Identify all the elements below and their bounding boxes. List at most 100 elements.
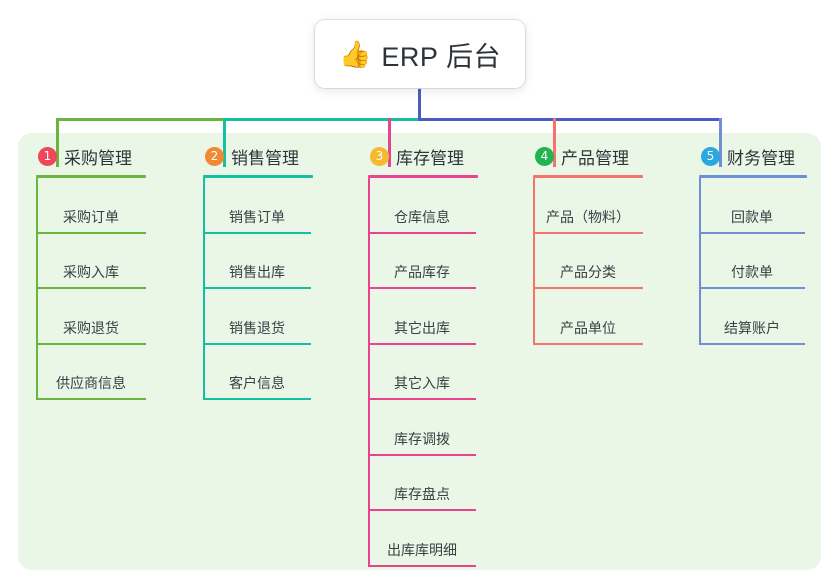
list-item-label: 采购入库 bbox=[63, 264, 119, 280]
list-item-label: 出库库明细 bbox=[387, 541, 457, 558]
column-采购管理: 1 采购管理采购订单采购入库采购退货供应商信息 bbox=[36, 144, 146, 400]
column-number-badge: 4 bbox=[535, 146, 554, 166]
list-item[interactable]: 产品库存 bbox=[368, 234, 476, 289]
column-spine bbox=[533, 178, 535, 345]
list-item[interactable]: 其它入库 bbox=[368, 345, 476, 400]
list-item-label: 客户信息 bbox=[229, 375, 285, 391]
list-item-underline bbox=[368, 453, 476, 456]
list-item-label: 产品（物料） bbox=[546, 208, 630, 225]
column-title: 库存管理 bbox=[396, 148, 464, 168]
column-header-rule bbox=[699, 175, 807, 178]
list-item-underline bbox=[368, 564, 476, 567]
column-header[interactable]: 5 财务管理 bbox=[699, 144, 805, 168]
thumbs-up-icon: 👍 bbox=[339, 40, 372, 70]
list-item-label: 其它入库 bbox=[394, 375, 450, 391]
list-item-underline bbox=[533, 342, 643, 345]
list-item-underline bbox=[203, 342, 311, 345]
list-item-label: 结算账户 bbox=[724, 319, 780, 336]
column-header[interactable]: 3 库存管理 bbox=[368, 144, 476, 168]
column-header[interactable]: 4 产品管理 bbox=[533, 144, 643, 168]
column-title: 销售管理 bbox=[231, 148, 299, 168]
list-item-label: 产品单位 bbox=[560, 319, 616, 336]
column-库存管理: 3 库存管理仓库信息产品库存其它出库其它入库库存调拨库存盘点出库库明细 bbox=[368, 144, 478, 567]
list-item[interactable]: 产品（物料） bbox=[533, 178, 643, 234]
list-item[interactable]: 客户信息 bbox=[203, 345, 311, 400]
column-item-list: 仓库信息产品库存其它出库其它入库库存调拨库存盘点出库库明细 bbox=[368, 178, 476, 567]
list-item-label: 销售订单 bbox=[229, 208, 285, 225]
list-item-label: 采购退货 bbox=[63, 319, 119, 336]
list-item-underline bbox=[36, 231, 146, 234]
list-item-underline bbox=[368, 342, 476, 345]
list-item-underline bbox=[533, 287, 643, 289]
column-number-badge: 3 bbox=[370, 146, 389, 166]
column-spine bbox=[699, 178, 701, 345]
list-item[interactable]: 供应商信息 bbox=[36, 345, 146, 400]
list-item[interactable]: 采购订单 bbox=[36, 178, 146, 234]
list-item-label: 库存盘点 bbox=[394, 486, 450, 502]
list-item-underline bbox=[699, 231, 805, 234]
column-title: 采购管理 bbox=[64, 148, 132, 168]
list-item[interactable]: 仓库信息 bbox=[368, 178, 476, 234]
column-title: 产品管理 bbox=[561, 148, 629, 168]
list-item-underline bbox=[368, 231, 476, 234]
list-item-underline bbox=[36, 342, 146, 345]
column-header[interactable]: 1 采购管理 bbox=[36, 144, 146, 168]
list-item-label: 库存调拨 bbox=[394, 430, 450, 447]
column-title: 财务管理 bbox=[727, 148, 795, 168]
column-item-list: 销售订单销售出库销售退货客户信息 bbox=[203, 178, 311, 400]
list-item[interactable]: 库存盘点 bbox=[368, 456, 476, 511]
trunk-connector bbox=[418, 88, 421, 121]
list-item[interactable]: 销售订单 bbox=[203, 178, 311, 234]
list-item[interactable]: 回款单 bbox=[699, 178, 805, 234]
column-spine bbox=[36, 178, 38, 400]
list-item-underline bbox=[368, 398, 476, 400]
list-item-underline bbox=[203, 231, 311, 234]
list-item-label: 其它出库 bbox=[394, 319, 450, 336]
list-item-underline bbox=[203, 287, 311, 289]
list-item[interactable]: 销售退货 bbox=[203, 289, 311, 345]
bus-segment-right bbox=[418, 118, 722, 121]
list-item-label: 销售出库 bbox=[229, 264, 285, 280]
column-number-badge: 2 bbox=[205, 146, 224, 166]
list-item-label: 仓库信息 bbox=[394, 208, 450, 225]
column-item-list: 回款单付款单结算账户 bbox=[699, 178, 805, 345]
list-item-underline bbox=[533, 231, 643, 234]
column-产品管理: 4 产品管理产品（物料） 产品分类产品单位 bbox=[533, 144, 643, 345]
column-header-rule bbox=[36, 175, 146, 178]
list-item-label: 供应商信息 bbox=[56, 375, 126, 391]
list-item[interactable]: 出库库明细 bbox=[368, 511, 476, 567]
list-item-underline bbox=[368, 287, 476, 289]
list-item-label: 产品分类 bbox=[560, 264, 616, 280]
list-item-underline bbox=[368, 509, 476, 511]
list-item[interactable]: 结算账户 bbox=[699, 289, 805, 345]
root-node-title-card[interactable]: 👍 ERP 后台 bbox=[315, 20, 525, 88]
column-number-badge: 1 bbox=[38, 146, 57, 166]
column-header-rule bbox=[203, 175, 313, 178]
bus-segment-left bbox=[56, 118, 226, 121]
column-item-list: 产品（物料） 产品分类产品单位 bbox=[533, 178, 643, 345]
list-item-underline bbox=[36, 287, 146, 289]
list-item[interactable]: 库存调拨 bbox=[368, 400, 476, 456]
list-item-underline bbox=[36, 398, 146, 400]
list-item-underline bbox=[203, 398, 311, 400]
list-item-label: 产品库存 bbox=[394, 264, 450, 280]
list-item[interactable]: 销售出库 bbox=[203, 234, 311, 289]
list-item[interactable]: 采购退货 bbox=[36, 289, 146, 345]
column-header-rule bbox=[533, 175, 643, 178]
list-item-underline bbox=[699, 287, 805, 289]
list-item-label: 付款单 bbox=[731, 264, 773, 280]
list-item[interactable]: 产品分类 bbox=[533, 234, 643, 289]
root-node-label: ERP 后台 bbox=[381, 41, 501, 72]
column-number-badge: 5 bbox=[701, 146, 720, 166]
column-header[interactable]: 2 销售管理 bbox=[203, 144, 311, 168]
list-item[interactable]: 付款单 bbox=[699, 234, 805, 289]
list-item[interactable]: 产品单位 bbox=[533, 289, 643, 345]
list-item[interactable]: 采购入库 bbox=[36, 234, 146, 289]
list-item-underline bbox=[699, 342, 805, 345]
list-item[interactable]: 其它出库 bbox=[368, 289, 476, 345]
column-财务管理: 5 财务管理回款单付款单结算账户 bbox=[699, 144, 807, 345]
column-item-list: 采购订单采购入库采购退货供应商信息 bbox=[36, 178, 146, 400]
list-item-label: 回款单 bbox=[731, 208, 773, 225]
list-item-label: 销售退货 bbox=[229, 319, 285, 336]
bus-segment-middle bbox=[223, 118, 421, 121]
